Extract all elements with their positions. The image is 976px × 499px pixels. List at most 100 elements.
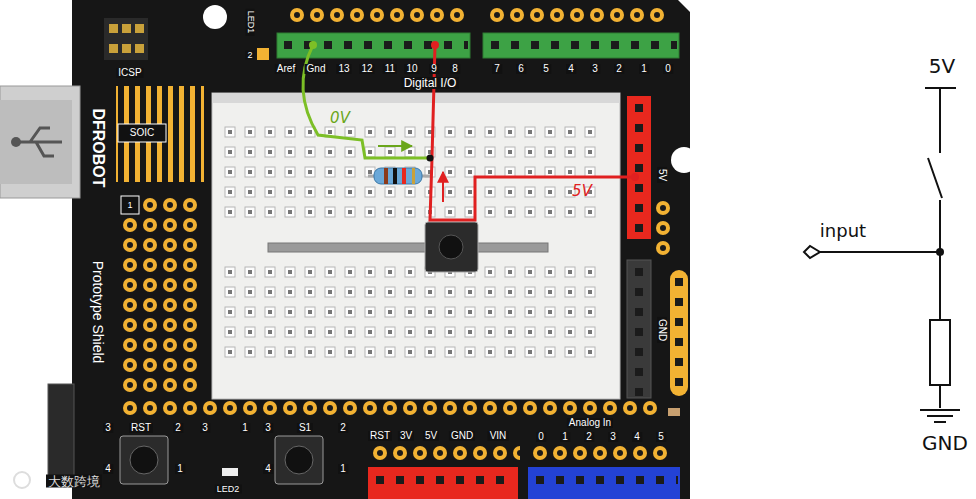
breadboard — [212, 93, 620, 399]
usb-shell — [0, 100, 72, 184]
schematic-label: GND — [920, 433, 970, 453]
pin-label: 3 — [263, 423, 273, 433]
pin-label: 4 — [103, 464, 113, 474]
pin-label: 3V — [398, 431, 414, 441]
pin-label: 5V — [657, 167, 667, 183]
pin-label: 3 — [590, 64, 600, 74]
icsp-header — [104, 18, 148, 60]
pin-label: VIN — [488, 431, 509, 441]
junction-dot — [427, 155, 434, 162]
ground-header — [627, 260, 651, 398]
pin-label: 0 — [663, 64, 673, 74]
current-arrow — [442, 172, 444, 202]
header-sockets — [530, 470, 678, 490]
pad-grid — [120, 215, 200, 395]
pad-row — [287, 5, 467, 25]
wire-end — [631, 173, 639, 181]
voltage-note: 5V — [570, 184, 594, 199]
schematic-label: 5V — [927, 56, 957, 76]
schematic-wires — [820, 88, 960, 422]
icsp-pin — [109, 44, 118, 53]
button-name: RST — [129, 423, 153, 433]
breadboard-holes — [220, 262, 600, 362]
user-button — [275, 436, 323, 484]
led-name: LED1 — [246, 9, 255, 36]
header-sockets — [629, 262, 649, 398]
pin-label: 3 — [200, 423, 210, 433]
breadboard-holes — [220, 122, 600, 222]
pin-label: 5 — [656, 432, 666, 442]
button-cap — [285, 446, 313, 474]
icsp-pin — [109, 24, 118, 33]
schematic-label: input — [818, 222, 868, 240]
led-pad — [257, 48, 269, 60]
pin-label: 4 — [263, 464, 273, 474]
pad-column — [653, 198, 673, 258]
power-header — [627, 96, 651, 239]
button-name: S1 — [297, 423, 313, 433]
header-sockets — [278, 35, 468, 55]
usb-connector — [0, 86, 80, 198]
mounting-hole — [671, 147, 697, 173]
pin-label: 4 — [566, 64, 576, 74]
pad-strip-holes — [669, 272, 689, 392]
smd-part — [668, 408, 680, 416]
pin-label: 2 — [338, 423, 348, 433]
mounting-hole — [203, 5, 227, 29]
digital-header — [483, 33, 679, 58]
pin-label: 11 — [383, 64, 397, 74]
icsp-pin — [122, 24, 131, 33]
breadboard-edge — [212, 93, 620, 103]
pin-label: GND — [657, 317, 667, 343]
resistor-symbol — [930, 320, 950, 385]
pin-label: 10 — [404, 64, 419, 74]
usb-symbol — [16, 128, 62, 156]
pad-grid — [140, 195, 200, 215]
junction-dot — [936, 248, 944, 256]
pin-label: 1 — [240, 423, 250, 433]
brand-text: DFROBOT — [90, 108, 106, 187]
pin-label: 2 — [245, 51, 254, 60]
pin-label: 2 — [584, 432, 594, 442]
pin-label: 12 — [359, 64, 374, 74]
pin-label: Aref — [275, 64, 297, 74]
area-name: SOIC — [128, 128, 156, 138]
analog-header — [528, 467, 680, 499]
pad-row — [530, 443, 670, 463]
pin-label: 1 — [639, 64, 649, 74]
pin-label: 1 — [338, 464, 348, 474]
led-name: LED2 — [215, 485, 242, 494]
breadboard-divider — [268, 243, 548, 252]
pin-label: 1 — [560, 432, 570, 442]
pad-row — [120, 398, 660, 418]
pin-label: 9 — [429, 64, 439, 74]
pin-label: GND — [449, 431, 475, 441]
reset-button — [120, 436, 168, 484]
digital-header — [277, 33, 470, 58]
pin-one-box — [121, 196, 139, 214]
icsp-pin — [135, 44, 144, 53]
board-name: Prototype Shield — [91, 261, 105, 364]
pin-label: 1 — [175, 464, 185, 474]
watermark-logo — [14, 472, 30, 488]
pad-row — [487, 5, 667, 25]
pin-label: 5 — [541, 64, 551, 74]
dc-jack — [48, 384, 74, 476]
pad-strip — [670, 270, 688, 396]
pin-label: 1 — [125, 201, 134, 210]
resistor-symbol — [374, 168, 422, 184]
icsp-pin — [122, 44, 131, 53]
pin-label: 5V — [423, 431, 439, 441]
resistor-band — [393, 168, 397, 184]
pin-label: 3 — [608, 432, 618, 442]
pin-label: 13 — [336, 64, 351, 74]
pin-label: 6 — [516, 64, 526, 74]
input-terminal — [804, 246, 820, 258]
wire-end — [309, 41, 317, 49]
voltage-note: 0V — [328, 111, 352, 126]
button-cap — [439, 235, 463, 259]
pin-label: RST — [368, 431, 392, 441]
header-sockets — [485, 35, 677, 55]
pin-label: 0 — [536, 432, 546, 442]
